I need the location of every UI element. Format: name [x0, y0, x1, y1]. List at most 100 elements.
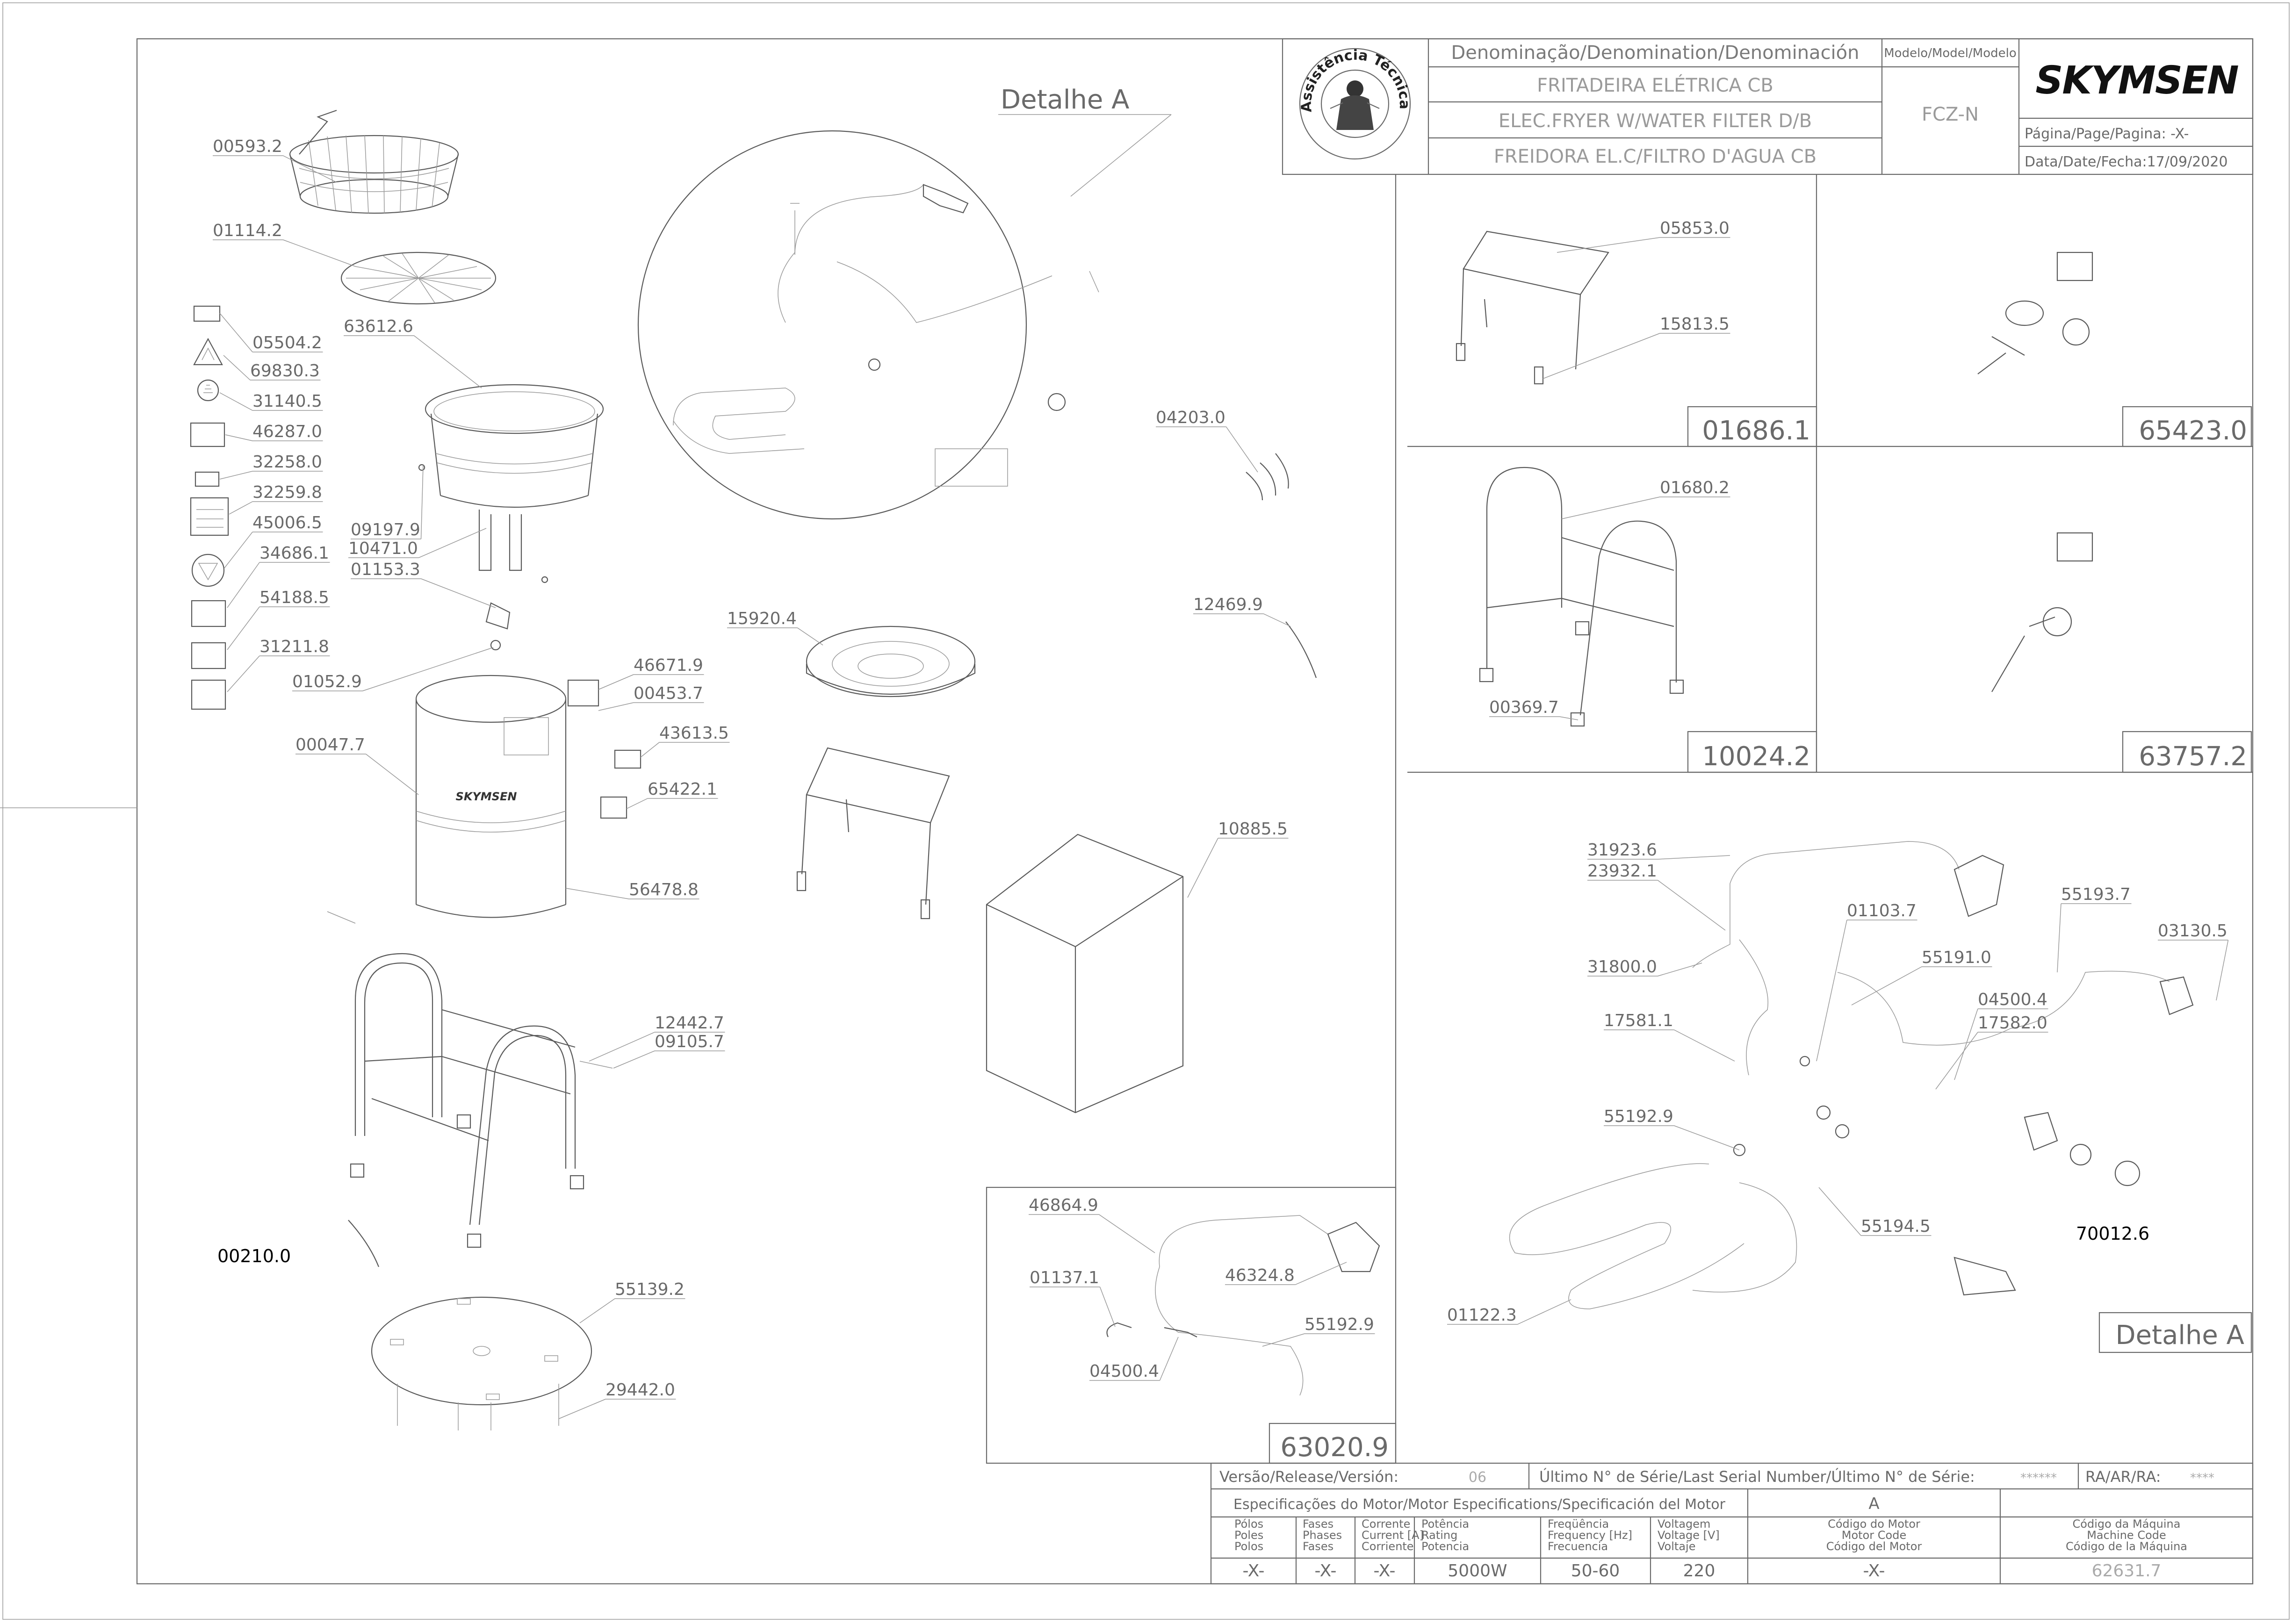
svg-text:Assistência Técnica Autorizada: Assistência Técnica Autorizada	[0, 0, 1413, 116]
spec-header-2-2: Corriente	[1362, 1540, 1414, 1553]
spec-header-6-2: Código del Motor	[1826, 1540, 1922, 1553]
part-label-01052-9: 01052.9	[292, 672, 362, 691]
part-label-46287-0-leader	[225, 434, 253, 441]
drip-tray	[806, 625, 976, 697]
detail-part-label-55191-0-leader	[1851, 966, 1922, 1006]
drain-valve	[485, 602, 511, 651]
kit5-part-label-04500-4-leader	[1159, 1337, 1179, 1381]
spec-header-4-0: Freqüência	[1548, 1517, 1609, 1531]
part-label-54188-5: 54188.5	[259, 588, 329, 607]
kit-code-63020: 63020.9	[1280, 1432, 1389, 1463]
part-label-01114-2: 01114.2	[213, 221, 282, 240]
part-label-43613-5: 43613.5	[659, 724, 729, 743]
serial-value: ******	[2020, 1471, 2057, 1485]
assembly-code-main: 00210.0	[217, 1246, 291, 1266]
part-label-46287-0: 46287.0	[252, 422, 322, 441]
ra-label: RA/AR/RA:	[2085, 1468, 2161, 1486]
part-label-46671-9: 46671.9	[634, 656, 703, 675]
part-label-45006-5: 45006.5	[252, 513, 322, 532]
part-label-12469-9-leader	[1263, 613, 1291, 627]
model-header: Modelo/Model/Modelo	[1884, 46, 2017, 60]
spec-header-5-0: Voltagem	[1658, 1517, 1710, 1531]
detail-part-label-17582-0: 17582.0	[1978, 1013, 2047, 1033]
product-name-en: ELEC.FRYER W/WATER FILTER D/B	[1499, 110, 1812, 132]
kit3-part-label-01680-2-leader	[1561, 496, 1660, 519]
spec-header-2-1: Current [A]	[1362, 1529, 1424, 1542]
detail-part-label-55192-9: 55192.9	[1604, 1107, 1673, 1126]
part-label-04203-0-leader	[1225, 426, 1258, 473]
motor-letter: A	[1868, 1495, 1879, 1513]
spec-columns: PólosPolesPolos-X-FasesPhasesFases-X-Cor…	[1234, 1517, 2187, 1581]
detail-a-label: Detalhe A	[1001, 85, 1129, 115]
part-label-12442-7: 12442.7	[655, 1013, 724, 1033]
part-label-09197-9-leader	[420, 465, 424, 539]
kit5-part-label-46864-9: 46864.9	[1029, 1196, 1098, 1215]
detail-part-label-23932-1-leader	[1658, 880, 1726, 931]
product-name-es: FREIDORA EL.C/FILTRO D'AGUA CB	[1494, 146, 1816, 167]
part-label-00453-7-leader	[598, 702, 634, 711]
part-label-09197-9: 09197.9	[351, 520, 420, 539]
part-label-00593-2-leader	[283, 155, 337, 183]
motor-spec-table: Versão/Release/Versión: 06 Último N° de …	[1210, 1462, 2254, 1585]
part-label-01114-2-leader	[283, 239, 356, 267]
spec-header-4-1: Frequency [Hz]	[1548, 1529, 1632, 1542]
detail-part-label-31923-6: 31923.6	[1587, 841, 1657, 860]
part-label-32259-8: 32259.8	[252, 483, 322, 502]
detail-part-label-55194-5-leader	[1818, 1187, 1861, 1236]
cabinet-shell: SKYMSEN	[415, 675, 641, 918]
spec-header-3-2: Potencia	[1421, 1540, 1469, 1553]
kit5-part-label-01137-1-leader	[1099, 1286, 1116, 1327]
oil-pot	[418, 384, 604, 583]
part-label-32258-0-leader	[219, 471, 253, 480]
part-label-69830-3-leader	[223, 355, 251, 381]
kit3-part-label-00369-7: 00369.7	[1489, 698, 1559, 717]
detail-part-label-55193-7-leader	[2057, 903, 2061, 973]
ra-value: ****	[2190, 1471, 2214, 1485]
part-label-55139-2: 55139.2	[615, 1280, 685, 1299]
spec-header-6-0: Código do Motor	[1828, 1517, 1920, 1531]
detail-part-label-23932-1: 23932.1	[1587, 862, 1657, 881]
spec-value-5: 220	[1683, 1561, 1715, 1581]
part-label-29442-0-leader	[558, 1399, 606, 1419]
spec-header-0-1: Poles	[1234, 1529, 1263, 1542]
part-label-43613-5-leader	[640, 742, 660, 758]
part-label-15920-4: 15920.4	[727, 609, 797, 628]
spec-header-3-0: Potência	[1421, 1517, 1469, 1531]
product-name-pt: FRITADEIRA ELÉTRICA CB	[1537, 74, 1773, 96]
svg-text:SKYMSEN: SKYMSEN	[456, 790, 517, 803]
part-label-63612-6-leader	[414, 335, 482, 388]
kit-code-63757: 63757.2	[2139, 741, 2247, 772]
part-label-34686-1: 34686.1	[259, 544, 329, 563]
spec-header-7-2: Código de la Máquina	[2066, 1540, 2187, 1553]
part-label-34686-1-leader	[227, 562, 260, 608]
filter-grid	[340, 252, 497, 305]
spec-value-3: 5000W	[1448, 1561, 1507, 1581]
kit1-part-label-05853-0-leader	[1557, 237, 1660, 253]
part-label-69830-3: 69830.3	[250, 361, 320, 381]
part-label-55139-2-leader	[579, 1298, 615, 1323]
part-label-56478-8-leader	[565, 888, 629, 899]
spec-header-4-2: Frecuencia	[1548, 1540, 1608, 1553]
spec-header-0-2: Polos	[1234, 1540, 1263, 1553]
spec-value-6: -X-	[1863, 1561, 1885, 1581]
cord-kit-drawing	[1106, 1215, 1380, 1396]
part-label-54188-5-leader	[227, 606, 260, 650]
frying-basket	[289, 109, 459, 214]
detail-part-label-04500-4: 04500.4	[1978, 990, 2047, 1009]
part-label-01052-9-leader	[362, 647, 494, 691]
lid-support	[796, 747, 950, 920]
detail-part-label-17581-1-leader	[1674, 1029, 1735, 1062]
kit5-part-label-55192-9-leader	[1262, 1333, 1305, 1347]
part-label-45006-5-leader	[224, 532, 253, 568]
detail-part-label-55192-9-leader	[1674, 1125, 1740, 1150]
kit3-part-label-00369-7-leader	[1559, 716, 1578, 720]
spec-header-0-0: Pólos	[1234, 1517, 1263, 1531]
part-label-00593-2: 00593.2	[213, 137, 282, 156]
kit-code-10024: 10024.2	[1702, 741, 1810, 772]
detail-part-label-55191-0: 55191.0	[1922, 948, 1991, 967]
detail-a-label-right: Detalhe A	[2116, 1320, 2244, 1351]
assembly-code-detail: 70012.6	[2076, 1223, 2149, 1244]
